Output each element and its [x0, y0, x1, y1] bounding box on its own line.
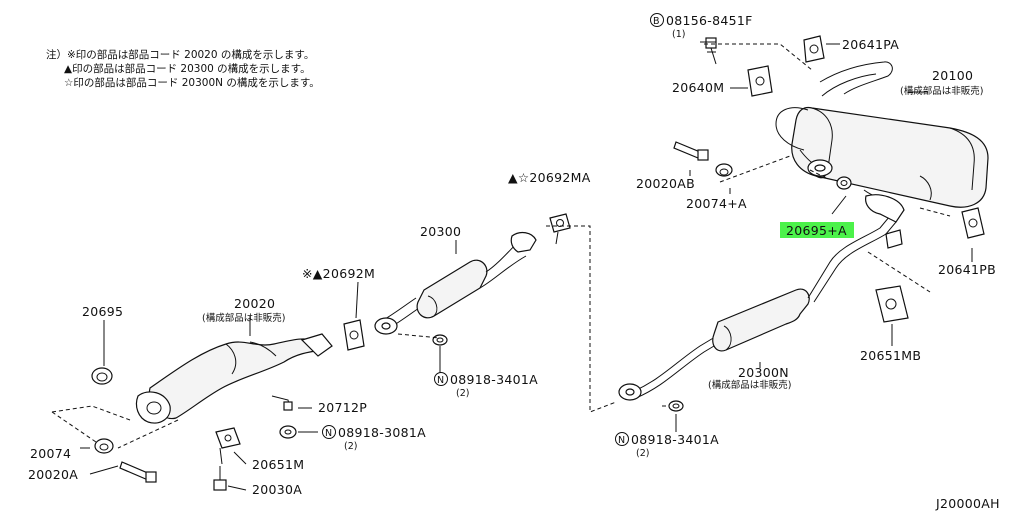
sensor-bracket-20712P[interactable]: [271, 395, 293, 411]
circle-b-symbol: [650, 13, 664, 27]
qty-08156: (1): [672, 29, 685, 40]
label-20074: 20074: [30, 446, 71, 461]
center-pipe-20300[interactable]: [374, 231, 537, 335]
rear-muffler[interactable]: [775, 61, 989, 213]
label-20020: 20020: [234, 296, 275, 311]
nut-08918-right[interactable]: [668, 400, 684, 412]
label-20695A: 20695+A: [786, 223, 847, 238]
highlight-20695A: [780, 222, 854, 238]
label-20020AB: 20020AB: [636, 176, 695, 191]
nut-08918-middle[interactable]: [432, 334, 448, 346]
hanger-20651MB[interactable]: [875, 285, 909, 323]
label-20651M: 20651M: [252, 457, 304, 472]
gasket-20695[interactable]: [91, 367, 113, 385]
nut-08918-left[interactable]: [279, 425, 297, 439]
figure-id: J20000AH: [935, 496, 1000, 511]
gasket-20695A[interactable]: [836, 176, 852, 190]
label-20651MB: 20651MB: [860, 348, 921, 363]
bolt-08156[interactable]: [705, 37, 717, 65]
front-pipe-20020[interactable]: [135, 333, 333, 424]
prefix-n-right: N: [618, 435, 625, 446]
label-08918-3081A: 08918-3081A: [338, 425, 426, 440]
bolt-20030A[interactable]: [213, 466, 227, 491]
label-20695: 20695: [82, 304, 123, 319]
leader-lines: [80, 41, 973, 491]
qty-08918-left: (2): [344, 441, 357, 452]
hanger-20641PA[interactable]: [803, 35, 825, 63]
sublabel-20020: (構成部品は非販売): [202, 312, 285, 324]
qty-08918-middle: (2): [456, 388, 469, 399]
center-muffler-20300N[interactable]: [618, 194, 905, 401]
qty-08918-right: (2): [636, 448, 649, 459]
hanger-20640M[interactable]: [747, 65, 773, 97]
label-20300N: 20300N: [738, 365, 789, 380]
prefix-b: B: [653, 16, 660, 27]
label-20641PB: 20641PB: [938, 262, 996, 277]
label-20641PA: 20641PA: [842, 37, 899, 52]
label-20692M: ※▲20692M: [302, 266, 375, 281]
dashed-guides: [51, 43, 951, 449]
label-20712P: 20712P: [318, 400, 367, 415]
note-line-3: ☆印の部品は部品コード 20300N の構成を示します。: [64, 76, 320, 89]
prefix-n-left: N: [325, 428, 332, 439]
gasket-20074A[interactable]: [715, 163, 733, 177]
label-20074A: 20074+A: [686, 196, 747, 211]
circle-n-symbol-left: [322, 425, 336, 439]
sensor-20020AB[interactable]: [673, 141, 709, 161]
part-labels: B 08156-8451F (1) 20641PA 20100 (構成部品は非販…: [28, 13, 1000, 511]
label-20640M: 20640M: [672, 80, 724, 95]
sublabel-20300N: (構成部品は非販売): [708, 379, 791, 391]
label-20100: 20100: [932, 68, 973, 83]
gasket-20692MA[interactable]: [549, 213, 571, 233]
label-20300: 20300: [420, 224, 461, 239]
label-20692MA: ▲☆20692MA: [508, 170, 591, 185]
label-20020A: 20020A: [28, 467, 78, 482]
label-08918-3401A-middle: 08918-3401A: [450, 372, 538, 387]
notes: 注）※印の部品は部品コード 20020 の構成を示します。 ▲印の部品は部品コー…: [46, 48, 320, 89]
label-20030A: 20030A: [252, 482, 302, 497]
prefix-n-middle: N: [437, 375, 444, 386]
note-line-2: ▲印の部品は部品コード 20300 の構成を示します。: [64, 62, 311, 75]
gasket-20074[interactable]: [94, 438, 114, 454]
sublabel-20100: (構成部品は非販売): [900, 85, 983, 97]
sensor-20020A[interactable]: [119, 461, 157, 483]
bracket-right: [885, 229, 903, 249]
circle-n-symbol-middle: [434, 372, 448, 386]
label-08918-3401A-right: 08918-3401A: [631, 432, 719, 447]
note-line-1: 注）※印の部品は部品コード 20020 の構成を示します。: [46, 48, 314, 61]
circle-n-symbol-right: [615, 432, 629, 446]
hanger-20641PB[interactable]: [961, 207, 985, 239]
hanger-20651M[interactable]: [215, 427, 241, 465]
label-08156-8451F: 08156-8451F: [666, 13, 753, 28]
gasket-20692M[interactable]: [343, 319, 365, 351]
